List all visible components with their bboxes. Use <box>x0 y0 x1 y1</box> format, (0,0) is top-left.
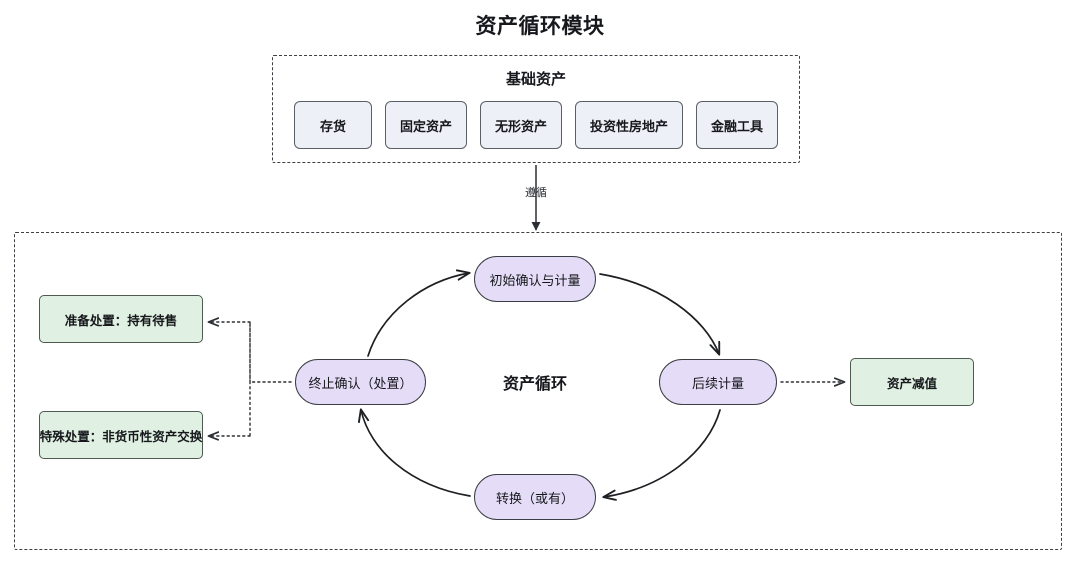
box-nonmonetary-exchange[interactable]: 特殊处置：非货币性资产交换 <box>39 411 203 459</box>
asset-chip-intangible-assets[interactable]: 无形资产 <box>479 101 562 149</box>
cycle-center-label: 资产循环 <box>502 376 567 393</box>
node-conversion[interactable]: 转换（或有） <box>474 474 596 520</box>
follows-connector: 遵循 <box>506 163 566 235</box>
page-title: 资产循环模块 <box>475 15 605 38</box>
asset-chip-financial-instruments[interactable]: 金融工具 <box>696 101 779 149</box>
box-asset-impairment[interactable]: 资产减值 <box>850 358 974 406</box>
base-assets-heading: 基础资产 <box>505 71 566 88</box>
node-derecognition[interactable]: 终止确认（处置） <box>295 359 426 405</box>
follows-label: 遵循 <box>506 183 566 201</box>
asset-chip-row: 存货 固定资产 无形资产 投资性房地产 金融工具 <box>273 101 799 149</box>
asset-chip-investment-property[interactable]: 投资性房地产 <box>575 101 684 149</box>
node-initial-recognition[interactable]: 初始确认与计量 <box>474 256 596 302</box>
base-assets-container: 基础资产 存货 固定资产 无形资产 投资性房地产 金融工具 <box>272 55 800 163</box>
box-held-for-sale[interactable]: 准备处置：持有待售 <box>39 295 203 343</box>
node-subsequent-measurement[interactable]: 后续计量 <box>659 359 777 405</box>
asset-chip-fixed-assets[interactable]: 固定资产 <box>384 101 467 149</box>
asset-cycle-container <box>14 232 1062 550</box>
asset-chip-inventory[interactable]: 存货 <box>293 101 372 149</box>
